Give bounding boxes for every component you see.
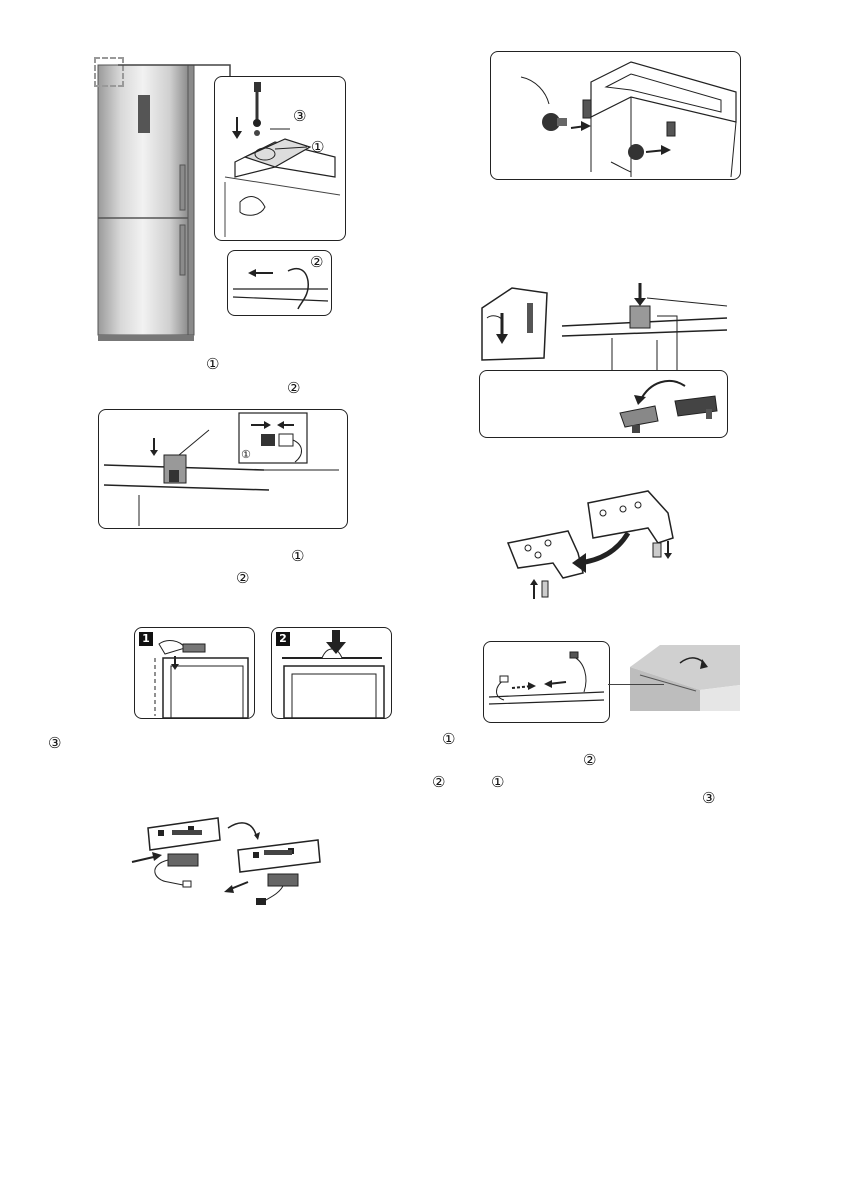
- cover-plates-illustration: [128, 810, 328, 910]
- step-badge-2: 2: [276, 632, 290, 646]
- inset-marker-1: ①: [241, 447, 251, 463]
- caption-marker-2d: ②: [432, 774, 445, 790]
- caption-marker-3: ③: [48, 735, 61, 751]
- caption-marker-3b: ③: [702, 790, 715, 806]
- caption-marker-2: ②: [287, 380, 300, 396]
- caption-marker-2b: ②: [236, 570, 249, 586]
- panel-top-hinge: ③ ①: [214, 76, 346, 241]
- panel-step-2: 2: [271, 627, 392, 719]
- hinge-plates-illustration: [498, 483, 698, 603]
- panel-top-corner: [490, 51, 741, 180]
- panel-hinge-swap: [479, 370, 728, 438]
- caption-marker-1b: ①: [291, 548, 304, 564]
- panel-wire: ②: [227, 250, 332, 316]
- caption-marker-1: ①: [206, 356, 219, 372]
- caption-marker-2c: ②: [583, 752, 596, 768]
- fridge-top-photo: [630, 645, 740, 711]
- marker-2: ②: [310, 254, 323, 270]
- panel-hinge-connector: ①: [98, 409, 348, 529]
- caption-marker-1d: ①: [491, 774, 504, 790]
- connector-line-photo: [608, 684, 664, 685]
- caption-marker-1c: ①: [442, 731, 455, 747]
- fridge-illustration: [92, 55, 202, 345]
- marker-1: ①: [311, 139, 324, 155]
- door-removal-illustration: [472, 278, 732, 378]
- panel-step-1: 1: [134, 627, 255, 719]
- step-badge-1: 1: [139, 632, 153, 646]
- marker-3: ③: [293, 108, 306, 124]
- panel-cable-routing: [483, 641, 610, 723]
